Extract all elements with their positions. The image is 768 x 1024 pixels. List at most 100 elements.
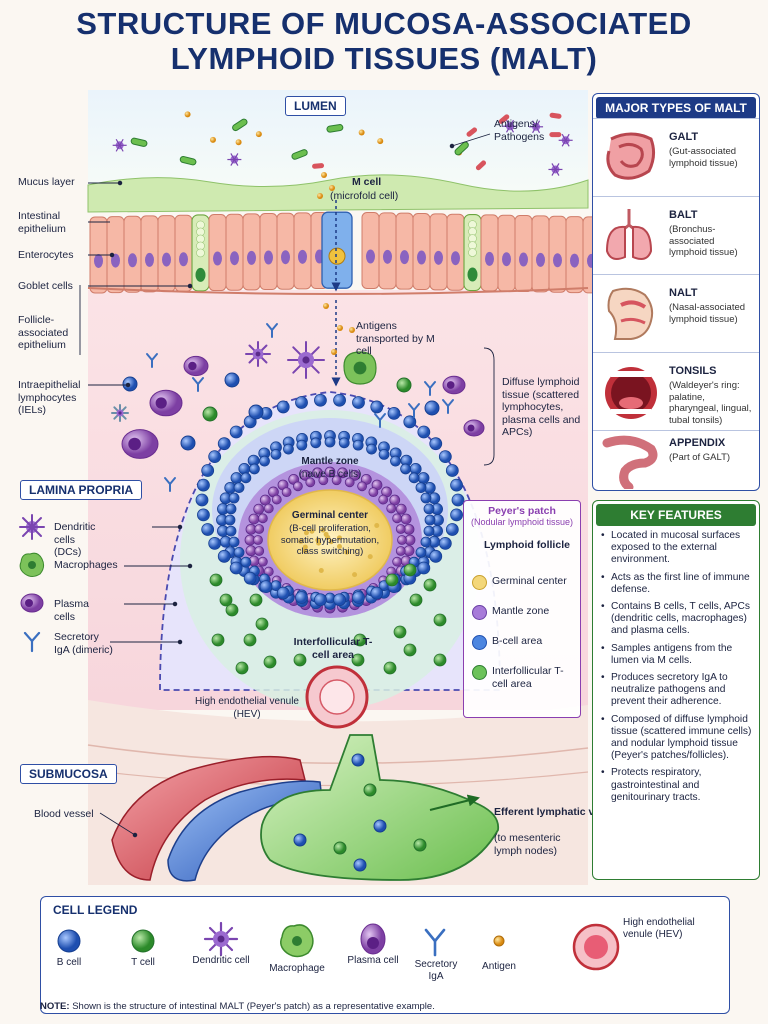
label-macrophages: Macrophages [54, 559, 118, 571]
germinal-cell [316, 540, 322, 546]
virus [112, 138, 127, 152]
t-cell [353, 633, 367, 647]
type-balt: BALT (Bronchus-associated lymphoid tissu… [593, 196, 759, 275]
intestine-icon [606, 132, 656, 180]
lymphoid-follicle-label: Lymphoid follicle [484, 539, 570, 551]
type-galt: GALT (Gut-associated lymphoid tissue) [593, 118, 759, 197]
type-name: APPENDIX [669, 437, 726, 449]
germinal-cell [320, 527, 326, 533]
b-cell [249, 463, 260, 475]
b-cell [366, 443, 377, 455]
t-cell [263, 655, 277, 669]
label-plasma-cells: Plasma cells [54, 598, 90, 623]
bacterium [179, 155, 197, 166]
b-cell [225, 525, 237, 537]
secretory-iga [424, 381, 436, 396]
germinal-cell [318, 568, 324, 574]
t-cell [409, 593, 423, 607]
feature-item: Protects respiratory, gastrointestinal a… [601, 767, 753, 804]
pp-item-label: Germinal center [492, 575, 567, 587]
b-cell [296, 439, 308, 451]
b-cell [276, 586, 290, 600]
b-cell [314, 393, 327, 407]
b-cell [352, 396, 365, 409]
b-cell [438, 536, 452, 550]
major-types-header: MAJOR TYPES OF MALT [596, 97, 756, 119]
legend-label: Macrophage [269, 963, 325, 974]
mantle-cell [397, 535, 407, 545]
label-efferent: Efferent lymphatic vessel [494, 806, 621, 818]
t-cell [385, 573, 399, 587]
b-cell [197, 478, 210, 492]
type-desc: (Nasal-associated lymphoid tissue) [669, 302, 746, 325]
plasma-cell [149, 389, 183, 417]
label-m-cell-sub: (microfold cell) [330, 190, 399, 202]
t-cell [249, 593, 263, 607]
secretory-iga [408, 403, 420, 418]
type-desc: (Part of GALT) [669, 452, 731, 463]
plasma-cell [463, 419, 485, 437]
page-title: STRUCTURE OF MUCOSA-ASSOCIATED LYMPHOID … [0, 6, 768, 76]
b-cell [243, 571, 257, 585]
b-cell [429, 437, 443, 451]
t-cell [413, 838, 427, 852]
secretory-iga-icon [23, 631, 41, 653]
antigen [321, 172, 327, 178]
t-cell [423, 578, 437, 592]
dendritic-cell-icon [19, 514, 45, 540]
b-cell [208, 536, 222, 550]
bacterium [466, 127, 478, 137]
b-cell [333, 593, 346, 607]
mantle-cell [337, 467, 348, 479]
key-features-header: KEY FEATURES [596, 504, 756, 526]
b-cell [310, 437, 322, 449]
mantle-cell [299, 469, 311, 481]
b-cell [450, 508, 463, 522]
b-cell [217, 437, 231, 451]
b-cell [370, 586, 384, 600]
plasma-cell-icon [360, 923, 386, 955]
antigen [329, 185, 335, 191]
b-cell [438, 450, 452, 464]
t-cell [433, 653, 447, 667]
b-cell [370, 400, 384, 414]
antigen [337, 325, 343, 331]
feature-item: Produces secretory IgA to neutralize pat… [601, 672, 753, 709]
b-cell [420, 536, 432, 548]
note-label: NOTE: [40, 1001, 70, 1012]
type-nalt: NALT (Nasal-associated lymphoid tissue) [593, 274, 759, 353]
b-cell [217, 549, 231, 563]
mantle-cell [392, 556, 403, 567]
artery [111, 755, 306, 881]
hev-icon [572, 923, 620, 971]
secretory-iga [374, 413, 386, 428]
b-cell [450, 478, 463, 492]
b-cell [400, 463, 411, 475]
b-cell [224, 372, 240, 388]
b-cell-icon [57, 929, 81, 953]
b-cell [201, 464, 215, 477]
germinal-cell [323, 531, 329, 537]
t-cell [202, 406, 218, 422]
b-cell [293, 833, 307, 847]
label-mantle-zone-sub: (naive B cells) [298, 469, 362, 480]
b-cell [201, 523, 215, 536]
antigen-icon [493, 935, 505, 947]
type-appendix: APPENDIX (Part of GALT) [593, 430, 759, 489]
b-cell [295, 396, 308, 409]
b-cell [387, 406, 401, 420]
mantle-cell [386, 503, 397, 514]
feature-item: Contains B cells, T cells, APCs (dendrit… [601, 601, 753, 638]
t-cell [383, 661, 397, 675]
mantle-cell [324, 466, 336, 478]
cell-legend: CELL LEGEND B cell T cell Dendritic cell… [40, 896, 730, 1014]
b-cell [229, 425, 243, 439]
t-cell [219, 593, 233, 607]
label-mucus-layer: Mucus layer [18, 176, 75, 188]
b-cell [324, 436, 336, 448]
mantle-cell [349, 469, 361, 481]
germinal-cell [367, 554, 373, 560]
nose-icon [607, 287, 654, 340]
b-cell [417, 472, 430, 484]
mucus-layer [87, 174, 589, 213]
